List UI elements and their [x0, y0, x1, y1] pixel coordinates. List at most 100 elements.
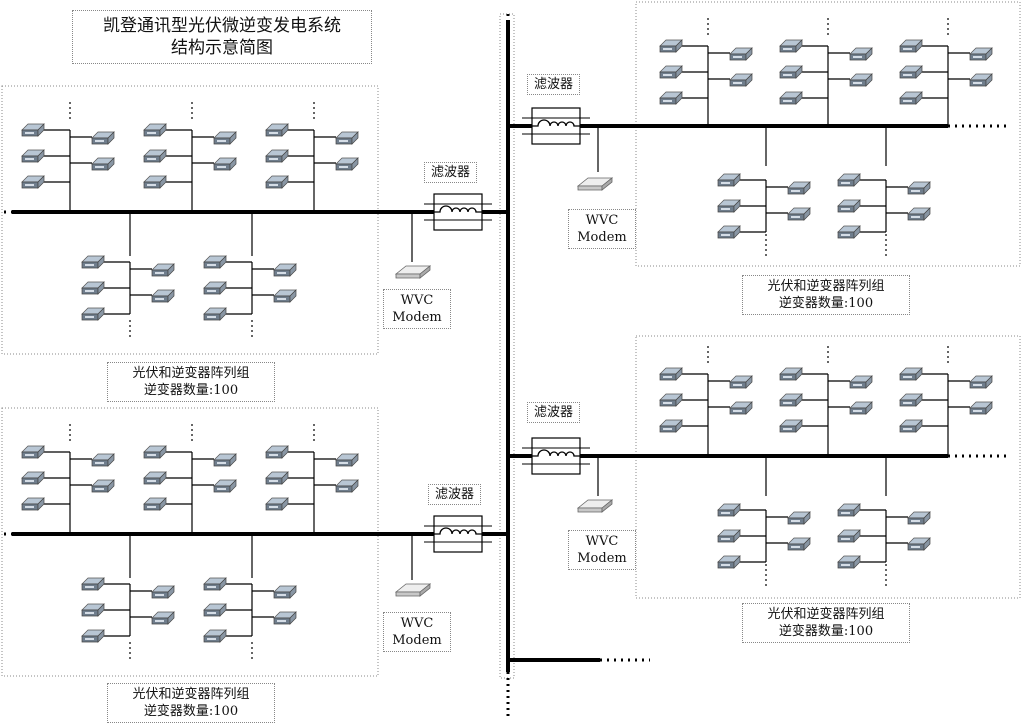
inverter-label: [269, 480, 278, 482]
inverter-icon: [81, 255, 105, 269]
inverter-side: [281, 471, 289, 485]
modem-front: [577, 185, 603, 191]
inverter-side: [37, 445, 45, 459]
inverter-label: [853, 56, 862, 58]
inverter-label: [663, 402, 672, 404]
inverter-side: [675, 393, 683, 407]
inverter-label: [911, 520, 920, 522]
inverter-label: [903, 74, 912, 76]
inverter-icon: [273, 611, 297, 625]
inverter-icon: [81, 629, 105, 643]
inverter-label: [973, 82, 982, 84]
group-frame-left-bottom: [1, 407, 379, 677]
inverter-side: [289, 585, 297, 599]
inverter-side: [915, 65, 923, 79]
inverter-side: [167, 289, 175, 303]
filter-box: [433, 193, 483, 231]
inverter-label: [853, 410, 862, 412]
inverter-side: [915, 419, 923, 433]
modem-side: [601, 177, 613, 191]
inverter-icon: [907, 207, 931, 221]
inverter-label: [269, 506, 278, 508]
inverter-icon: [899, 91, 923, 105]
inverter-side: [159, 149, 167, 163]
inverter-label: [277, 620, 286, 622]
inverter-label: [663, 376, 672, 378]
inverter-icon: [151, 289, 175, 303]
group-frame-right-bottom: [635, 335, 1021, 599]
inverter-label: [791, 190, 800, 192]
group-caption-right-bottom: 光伏和逆变器阵列组 逆变器数量:100: [742, 603, 910, 643]
inverter-label: [95, 488, 104, 490]
group-caption-right-top: 光伏和逆变器阵列组 逆变器数量:100: [742, 275, 910, 315]
inverter-side: [733, 503, 741, 517]
inverter-label: [269, 454, 278, 456]
modem-icon: [576, 499, 614, 513]
inverter-label: [663, 100, 672, 102]
inverter-icon: [335, 453, 359, 467]
inverter-label: [339, 140, 348, 142]
inverter-icon: [837, 199, 861, 213]
filter-icon: [522, 107, 590, 145]
inverter-side: [803, 207, 811, 221]
inverter-icon: [899, 419, 923, 433]
inverter-icon: [213, 131, 237, 145]
inverter-icon: [849, 401, 873, 415]
inverter-icon: [335, 479, 359, 493]
inverter-label: [783, 74, 792, 76]
modem-icon: [394, 265, 432, 279]
inverter-label: [217, 488, 226, 490]
modem-icon: [394, 583, 432, 597]
inverter-side: [853, 555, 861, 569]
inductor-coil: [526, 119, 586, 127]
inverter-icon: [81, 307, 105, 321]
inverter-side: [923, 537, 931, 551]
inverter-side: [159, 123, 167, 137]
inverter-side: [803, 181, 811, 195]
filter-label-right-bottom: 滤波器: [527, 402, 581, 423]
group-caption-line-2: 逆变器数量:100: [778, 296, 874, 311]
inverter-icon: [659, 419, 683, 433]
inverter-icon: [151, 585, 175, 599]
inverter-icon: [659, 367, 683, 381]
inverter-label: [973, 410, 982, 412]
inverter-icon: [151, 611, 175, 625]
inverter-label: [25, 480, 34, 482]
inverter-side: [915, 39, 923, 53]
inverter-icon: [273, 263, 297, 277]
inverter-label: [147, 506, 156, 508]
inverter-label: [269, 158, 278, 160]
inverter-side: [37, 471, 45, 485]
inverter-icon: [335, 157, 359, 171]
inverter-icon: [837, 225, 861, 239]
inverter-icon: [265, 471, 289, 485]
group-caption-left-bottom: 光伏和逆变器阵列组 逆变器数量:100: [107, 683, 275, 723]
inverter-label: [721, 234, 730, 236]
inverter-icon: [779, 65, 803, 79]
group-caption-line-2: 逆变器数量:100: [143, 704, 239, 719]
inverter-label: [791, 216, 800, 218]
inverter-label: [147, 132, 156, 134]
inverter-label: [841, 538, 850, 540]
diagram-title: 凯登通讯型光伏微逆变发电系统 结构示意简图: [72, 10, 372, 64]
inverter-icon: [335, 131, 359, 145]
inverter-side: [351, 131, 359, 145]
inverter-side: [795, 91, 803, 105]
inverter-side: [97, 307, 105, 321]
inverter-side: [675, 367, 683, 381]
inverter-icon: [779, 39, 803, 53]
inverter-label: [25, 158, 34, 160]
inverter-side: [915, 367, 923, 381]
group-caption-left-top: 光伏和逆变器阵列组 逆变器数量:100: [107, 362, 275, 402]
inverter-label: [903, 428, 912, 430]
inverter-label: [155, 594, 164, 596]
inverter-icon: [837, 173, 861, 187]
inverter-side: [733, 225, 741, 239]
inverter-label: [25, 454, 34, 456]
filter-icon: [522, 437, 590, 475]
inverter-label: [155, 620, 164, 622]
inverter-icon: [265, 175, 289, 189]
inverter-side: [281, 149, 289, 163]
inverter-side: [915, 393, 923, 407]
